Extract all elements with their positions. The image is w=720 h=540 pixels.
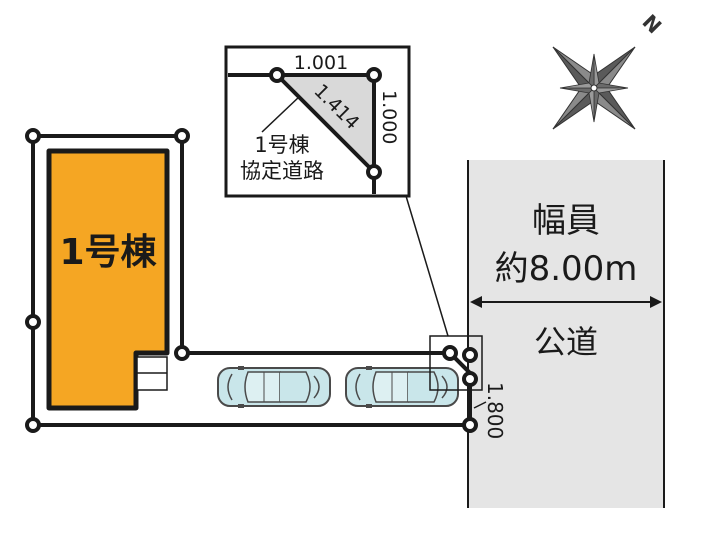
compass-icon bbox=[552, 46, 636, 130]
inset-top-dimension: 1.001 bbox=[294, 52, 348, 74]
building-1-label: 1号棟 bbox=[59, 232, 157, 273]
boundary-pin bbox=[462, 371, 478, 387]
inset-leader bbox=[405, 195, 449, 337]
car-2 bbox=[345, 365, 459, 409]
corner-dimension: 1.800 bbox=[483, 382, 507, 439]
compass-north-label: N bbox=[638, 10, 667, 39]
boundary-pin bbox=[25, 417, 41, 433]
road-width-arrow bbox=[470, 296, 662, 308]
boundary-pin bbox=[462, 417, 478, 433]
road-width-label: 幅員 bbox=[532, 201, 600, 241]
boundary-pins bbox=[25, 128, 478, 433]
road-type-label: 公道 bbox=[534, 323, 598, 361]
boundary-pin bbox=[174, 128, 190, 144]
corner-detail-box bbox=[429, 335, 483, 391]
boundary-pin bbox=[25, 314, 41, 330]
boundary-pin bbox=[25, 128, 41, 144]
boundary-pin bbox=[174, 345, 190, 361]
inset-detail bbox=[224, 45, 411, 198]
boundary-pin bbox=[442, 345, 458, 361]
boundary-pin bbox=[462, 347, 478, 363]
inset-note-line1: 1号棟 bbox=[254, 133, 309, 157]
road-width-value: 約8.00m bbox=[495, 249, 638, 289]
building-1 bbox=[46, 148, 170, 411]
entrance-steps bbox=[136, 356, 168, 391]
inset-note-line2: 協定道路 bbox=[240, 159, 324, 183]
inset-side-dimension: 1.000 bbox=[378, 90, 400, 144]
public-road bbox=[468, 160, 664, 508]
car-1 bbox=[217, 365, 331, 409]
